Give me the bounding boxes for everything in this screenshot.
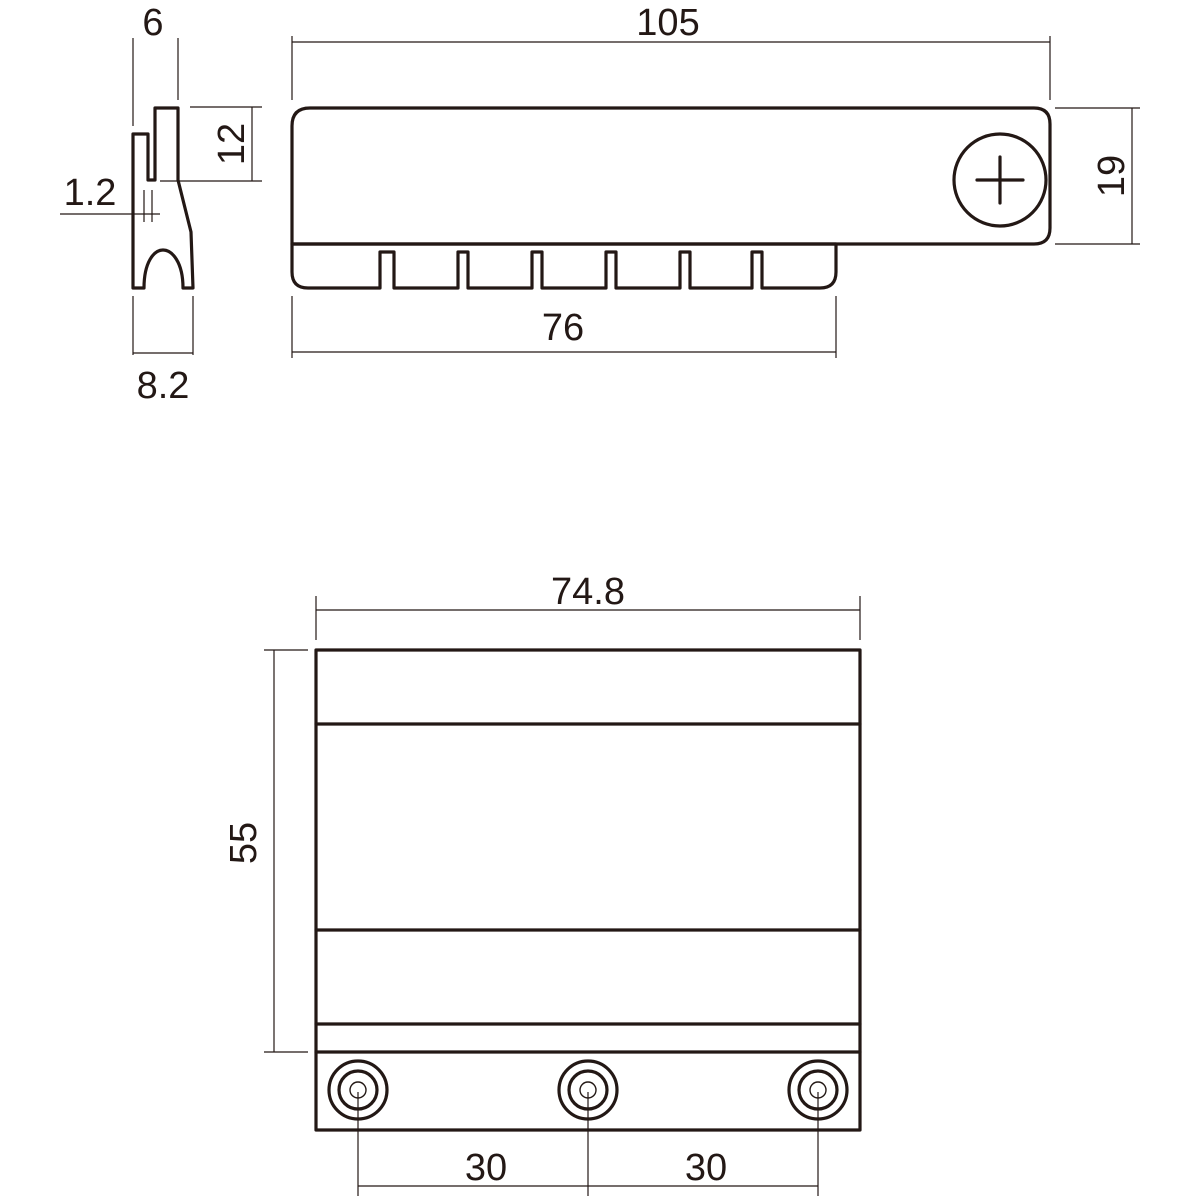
dim-19-label: 19 bbox=[1091, 155, 1133, 197]
dim-55-label: 55 bbox=[223, 822, 265, 864]
dim-1-2-label: 1.2 bbox=[64, 172, 117, 214]
front-view: 105 19 76 bbox=[290, 2, 1140, 358]
dim-6-label: 6 bbox=[142, 2, 163, 44]
dim-pitch-right-label: 30 bbox=[685, 1147, 727, 1189]
dim-74-8-label: 74.8 bbox=[551, 571, 625, 613]
screw-head-icon bbox=[952, 132, 1048, 228]
plan-outline bbox=[314, 648, 862, 1132]
dim-76-label: 76 bbox=[542, 307, 584, 349]
front-comb-bar bbox=[290, 242, 838, 290]
dim-pitch-left-label: 30 bbox=[465, 1147, 507, 1189]
side-view: 6 12 1.2 8.2 bbox=[60, 2, 262, 407]
front-body-outline bbox=[290, 106, 1052, 246]
dim-8-2-label: 8.2 bbox=[137, 365, 190, 407]
plan-view: 74.8 55 30 30 bbox=[223, 571, 862, 1196]
side-profile bbox=[131, 106, 195, 290]
dim-105-label: 105 bbox=[636, 2, 699, 44]
dim-12-label: 12 bbox=[211, 123, 253, 165]
